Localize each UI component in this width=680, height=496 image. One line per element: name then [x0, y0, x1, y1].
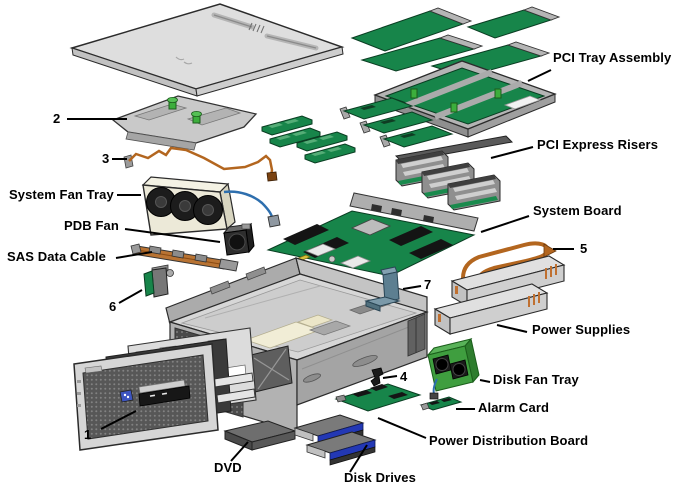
- sun-logo-badge: [119, 389, 134, 403]
- leader-pci-risers: [490, 146, 534, 159]
- label-disk-fan-tray: Disk Fan Tray: [493, 372, 579, 387]
- pci-riser-cards: [339, 97, 454, 148]
- alarm-card: [419, 396, 463, 411]
- callout-7: 7: [424, 277, 432, 292]
- system-fan-tray: [141, 176, 236, 236]
- leader-dvd: [230, 441, 249, 462]
- callout-4: 4: [400, 369, 408, 384]
- callout-5: 5: [580, 241, 588, 256]
- callout-3: 3: [102, 151, 110, 166]
- front-bezel: [73, 343, 219, 451]
- leader-system-board: [480, 215, 530, 233]
- component-2-tray: [111, 95, 258, 151]
- callout-1: 1: [84, 427, 92, 442]
- callout-2: 2: [53, 111, 61, 126]
- pci-cards: [350, 6, 561, 78]
- pdb-fan: [222, 222, 255, 256]
- label-pci-express-risers: PCI Express Risers: [537, 137, 659, 152]
- component-6-part: [143, 264, 174, 298]
- sas-data-cable: [130, 243, 239, 272]
- component-4-clip: [370, 367, 384, 387]
- power-distribution-board: [334, 383, 422, 412]
- disk-fan-tray: [426, 337, 480, 400]
- label-system-fan-tray: System Fan Tray: [9, 187, 114, 202]
- leader-power-supplies: [496, 324, 528, 333]
- label-alarm-card: Alarm Card: [478, 400, 550, 415]
- label-power-distribution-board: Power Distribution Board: [429, 433, 589, 448]
- label-pdb-fan: PDB Fan: [64, 218, 119, 233]
- system-board: [266, 192, 479, 277]
- leader-pci-tray: [527, 69, 552, 82]
- leader-1: [100, 410, 137, 430]
- label-pci-tray-assembly: PCI Tray Assembly: [553, 50, 672, 65]
- memory-dimms: [261, 115, 356, 164]
- component-3-cable: [123, 146, 278, 182]
- label-dvd: DVD: [214, 460, 242, 475]
- leader-lines: [67, 69, 574, 473]
- fan-signal-cable: [223, 190, 281, 228]
- component-7-bracket: [364, 266, 401, 312]
- label-sas-data-cable: SAS Data Cable: [7, 249, 106, 264]
- leader-pdb: [377, 417, 427, 439]
- leader-disk-drives: [349, 444, 368, 473]
- leader-pdb-fan: [124, 228, 221, 243]
- top-cover: [69, 3, 345, 97]
- callout-6: 6: [109, 299, 117, 314]
- leader-disk-fan-tray: [479, 379, 491, 383]
- label-power-supplies: Power Supplies: [532, 322, 631, 337]
- leader-7: [402, 285, 422, 290]
- label-system-board: System Board: [533, 203, 622, 218]
- leader-sas-cable: [115, 251, 153, 259]
- power-supplies: [433, 255, 566, 335]
- label-disk-drives: Disk Drives: [344, 470, 416, 485]
- leader-4: [382, 375, 398, 379]
- pci-express-risers: [394, 135, 514, 211]
- leader-6: [118, 289, 143, 304]
- disk-drives: [293, 414, 377, 466]
